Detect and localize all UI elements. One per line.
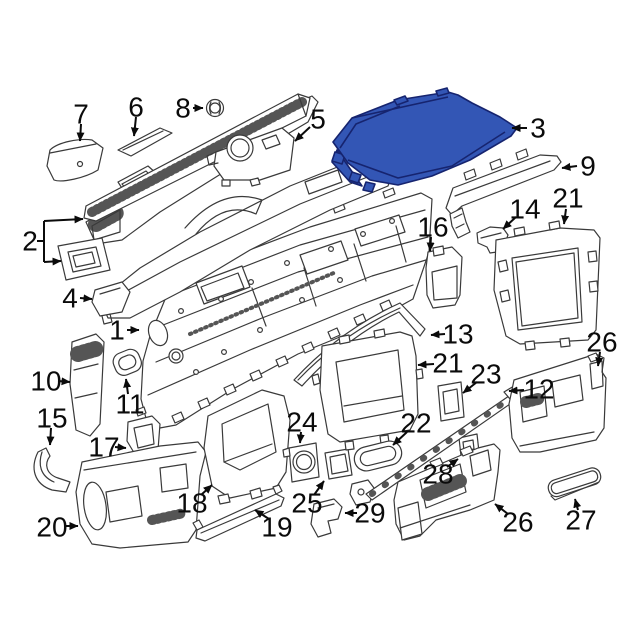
- callout-label-c18: 18: [176, 488, 207, 519]
- callout-label-c27: 27: [565, 505, 596, 536]
- callout-arrow-26: [494, 503, 509, 515]
- part-11-small-bezel: [112, 348, 142, 376]
- part-1-instrument-panel-body: [140, 187, 433, 431]
- callout-label-c14: 14: [509, 194, 540, 225]
- callout-label-c12: 12: [523, 374, 554, 405]
- callout-arrow-4: [79, 294, 93, 303]
- callout-label-c23: 23: [470, 359, 501, 390]
- callout-label-c16: 16: [417, 212, 448, 243]
- callout-arrow-18: [200, 484, 213, 496]
- part-27-pad: [547, 467, 602, 501]
- callout-label-c5: 5: [310, 104, 326, 135]
- callout-arrow-16: [426, 236, 435, 252]
- callout-label-c7: 7: [73, 99, 89, 130]
- callout-label-c3: 3: [530, 113, 546, 144]
- callout-label-c19: 19: [261, 512, 292, 543]
- callout-arrow-27: [573, 498, 582, 511]
- part-6-trim-strip: [117, 127, 173, 157]
- callout-label-c13: 13: [442, 319, 473, 350]
- callout-label-c6: 6: [128, 92, 144, 123]
- callout-arrow-23: [462, 381, 478, 394]
- part-26-lower-panel-bottom: [393, 443, 501, 541]
- callout-label-c29: 29: [354, 498, 385, 529]
- callout-arrow-26: [595, 351, 604, 367]
- part-23-small-bezel: [437, 381, 465, 422]
- part-7-pad: [46, 138, 104, 182]
- callout-label-c1: 1: [109, 315, 125, 346]
- callout-label-c22: 22: [400, 408, 431, 439]
- callout-label-c11: 11: [115, 389, 144, 420]
- callout-label-c26b: 26: [502, 507, 533, 538]
- cowl-grille-strip: [83, 93, 311, 222]
- callout-arrow-9: [561, 162, 578, 171]
- part-15-curved-elbow: [33, 447, 71, 493]
- callout-arrow-11: [123, 378, 132, 395]
- callout-label-c25: 25: [291, 488, 322, 519]
- callout-arrow-2: [43, 257, 62, 266]
- part-16-bracket: [425, 245, 463, 309]
- callout-arrow-28: [446, 458, 459, 468]
- part-22-trim-ring: [353, 440, 403, 472]
- callout-arrow-24: [296, 431, 305, 444]
- part-21-center-stack-bezel: [311, 328, 424, 451]
- callout-arrow-15: [46, 427, 55, 446]
- callout-label-c9: 9: [580, 151, 596, 182]
- callout-label-c24: 24: [286, 407, 317, 438]
- callout-label-c8: 8: [175, 93, 191, 124]
- part-2-upper-cover: [99, 157, 397, 319]
- callout-arrow-5: [294, 126, 311, 142]
- part-5-speaker-bracket: [206, 127, 295, 187]
- part-9-rail: [445, 148, 562, 239]
- part-24-speaker-bracket: [282, 442, 320, 483]
- part-26-lower-panel-right: [508, 352, 607, 453]
- part-8-grommet: [205, 98, 225, 118]
- part-25-plate: [324, 448, 353, 480]
- callout-arrow-2: [43, 215, 84, 224]
- callout-label-c2: 2: [22, 226, 38, 257]
- part-19-sill-strip: [192, 484, 285, 542]
- callout-arrow-14: [502, 216, 517, 230]
- callout-label-c15: 15: [36, 403, 67, 434]
- callout-arrow-12: [508, 386, 525, 395]
- callout-arrow-10: [57, 377, 71, 386]
- callout-arrow-19: [254, 509, 270, 520]
- part-20-lower-left-panel: [75, 441, 207, 549]
- callout-label-c28: 28: [422, 459, 453, 490]
- callout-label-c4: 4: [62, 283, 78, 314]
- callout-label-c17: 17: [88, 432, 119, 463]
- callout-arrow-17: [114, 443, 127, 452]
- callout-arrow-25: [313, 480, 325, 496]
- callout-arrow-7: [76, 123, 85, 142]
- part-18-knee-panel: [203, 389, 291, 505]
- callout-label-c26a: 26: [586, 327, 617, 358]
- callout-arrow-21: [561, 208, 570, 225]
- part-29-corner-bracket: [310, 498, 343, 538]
- callout-arrow-21: [417, 360, 435, 369]
- part-2-vent-bezel: [57, 237, 111, 281]
- callout-arrow-13: [430, 330, 446, 339]
- callout-arrow-6: [130, 116, 139, 137]
- callout-arrow-22: [392, 431, 408, 446]
- callout-label-c20: 20: [36, 512, 67, 543]
- callout-label-c21a: 21: [432, 348, 463, 379]
- callout-label-c21b: 21: [552, 183, 583, 214]
- part-21-display-bezel-right: [493, 220, 601, 351]
- part-10-end-panel: [69, 333, 107, 437]
- callout-label-c10: 10: [30, 366, 61, 397]
